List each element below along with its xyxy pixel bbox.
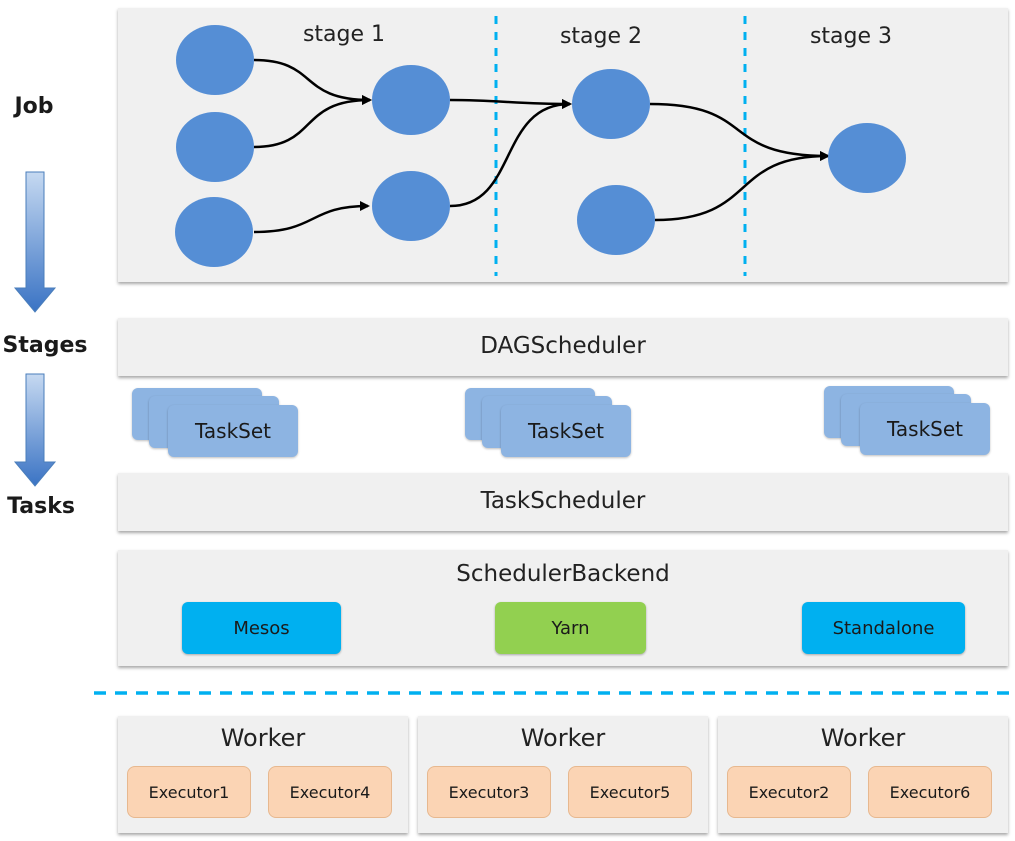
dag-edge (253, 201, 370, 234)
dag-node (372, 65, 450, 135)
task-scheduler-title: TaskScheduler (480, 488, 646, 514)
worker-2: Worker Executor3 Executor5 (418, 716, 708, 833)
dag-node (572, 69, 650, 139)
yarn-backend: Yarn (495, 602, 646, 654)
dag-graph (175, 16, 906, 276)
dag-node (175, 197, 253, 267)
scheduler-backend-panel: SchedulerBackend Mesos Yarn Standalone (118, 550, 1008, 666)
job-to-stages-arrow-icon (13, 171, 57, 313)
dag-node (577, 185, 655, 255)
worker-title: Worker (520, 724, 606, 752)
stages-to-tasks-arrow-icon (13, 373, 57, 487)
executor: Executor5 (568, 766, 692, 818)
worker-title: Worker (820, 724, 906, 752)
job-dag-panel: stage 1 stage 2 stage 3 (118, 8, 1008, 282)
taskset-stack-3: TaskSet (824, 386, 1004, 466)
taskset-card: TaskSet (501, 405, 631, 457)
mesos-backend: Mesos (182, 602, 341, 654)
executor: Executor3 (427, 766, 551, 818)
dag-scheduler-bar: DAGScheduler (118, 318, 1008, 376)
stages-label: Stages (2, 333, 88, 358)
taskset-card: TaskSet (168, 405, 298, 457)
job-label: Job (14, 94, 54, 119)
tasks-label: Tasks (7, 494, 75, 519)
dag-scheduler-title: DAGScheduler (480, 333, 646, 359)
worker-3: Worker Executor2 Executor6 (718, 716, 1008, 833)
stage-1-label: stage 1 (302, 22, 386, 47)
stage-2-label: stage 2 (559, 24, 643, 49)
worker-1: Worker Executor1 Executor4 (118, 716, 408, 833)
dag-edge (253, 58, 372, 105)
dag-edge (449, 99, 572, 208)
task-scheduler-bar: TaskScheduler (118, 473, 1008, 531)
dag-edge (654, 151, 830, 222)
executor: Executor6 (868, 766, 992, 818)
executor: Executor1 (127, 766, 251, 818)
standalone-backend: Standalone (802, 602, 965, 654)
dag-edge (253, 95, 372, 149)
executor: Executor4 (268, 766, 392, 818)
dag-edge (649, 102, 830, 161)
worker-title: Worker (220, 724, 306, 752)
taskset-stack-2: TaskSet (465, 388, 645, 468)
taskset-stack-1: TaskSet (132, 388, 312, 468)
scheduler-backend-title: SchedulerBackend (456, 561, 670, 587)
dag-node (176, 112, 254, 182)
stage-3-label: stage 3 (809, 24, 893, 49)
dag-node (176, 25, 254, 95)
dag-edge (449, 98, 572, 109)
dag-node (372, 171, 450, 241)
dag-node (828, 123, 906, 193)
executor: Executor2 (727, 766, 851, 818)
taskset-card: TaskSet (860, 403, 990, 455)
cluster-separator (94, 691, 1010, 695)
